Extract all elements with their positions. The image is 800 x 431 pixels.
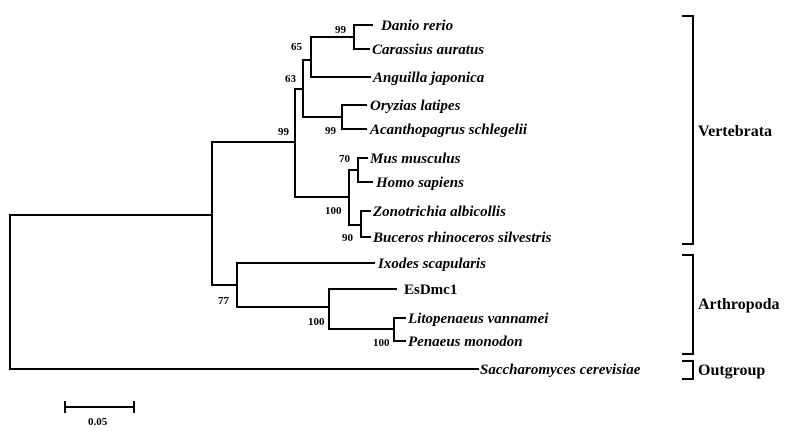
support-value: 99 (325, 125, 337, 137)
bracket-vertebrata (682, 15, 694, 245)
taxon-label: Anguilla japonica (372, 70, 485, 86)
taxon-labels: Danio rerio Carassius auratus Anguilla j… (369, 18, 641, 378)
taxon-label: Homo sapiens (375, 175, 464, 191)
taxon-label: Penaeus monodon (408, 334, 523, 350)
support-value: 65 (291, 41, 303, 53)
group-label-vertebrata: Vertebrata (698, 123, 772, 140)
support-value: 100 (373, 337, 390, 349)
support-value: 99 (278, 126, 290, 138)
taxon-label: Litopenaeus vannamei (407, 311, 549, 327)
taxon-label: Carassius auratus (372, 42, 484, 58)
taxon-label: Mus musculus (369, 151, 461, 167)
taxon-label: Ixodes scapularis (377, 256, 486, 272)
taxon-label: Acanthopagrus schlegelii (369, 122, 528, 138)
taxon-label-outgroup: Saccharomyces cerevisiae (480, 362, 641, 378)
taxon-label: Zonotrichia albicollis (372, 204, 506, 220)
taxon-label: Oryzias latipes (370, 98, 461, 114)
support-value: 100 (325, 205, 342, 217)
group-label-outgroup: Outgroup (698, 362, 765, 379)
taxon-label: Buceros rhinoceros silvestris (372, 230, 552, 246)
support-value: 77 (218, 295, 230, 307)
support-values: 99 65 63 99 99 70 100 90 77 100 100 (218, 24, 390, 349)
bracket-arthropoda (682, 254, 694, 355)
scale-bar-label: 0.05 (88, 416, 108, 428)
support-value: 70 (339, 153, 351, 165)
support-value: 63 (285, 73, 297, 85)
support-value: 90 (342, 232, 354, 244)
taxon-label-esdmc1: EsDmc1 (404, 282, 457, 298)
support-value: 100 (308, 316, 325, 328)
group-brackets: Vertebrata Arthropoda Outgroup (682, 15, 780, 380)
tree-branches (9, 24, 479, 370)
group-label-arthropoda: Arthropoda (698, 296, 780, 313)
bracket-outgroup (682, 360, 694, 380)
taxon-label: Danio rerio (380, 18, 453, 34)
support-value: 99 (335, 24, 347, 36)
scale-bar: 0.05 (64, 401, 135, 428)
